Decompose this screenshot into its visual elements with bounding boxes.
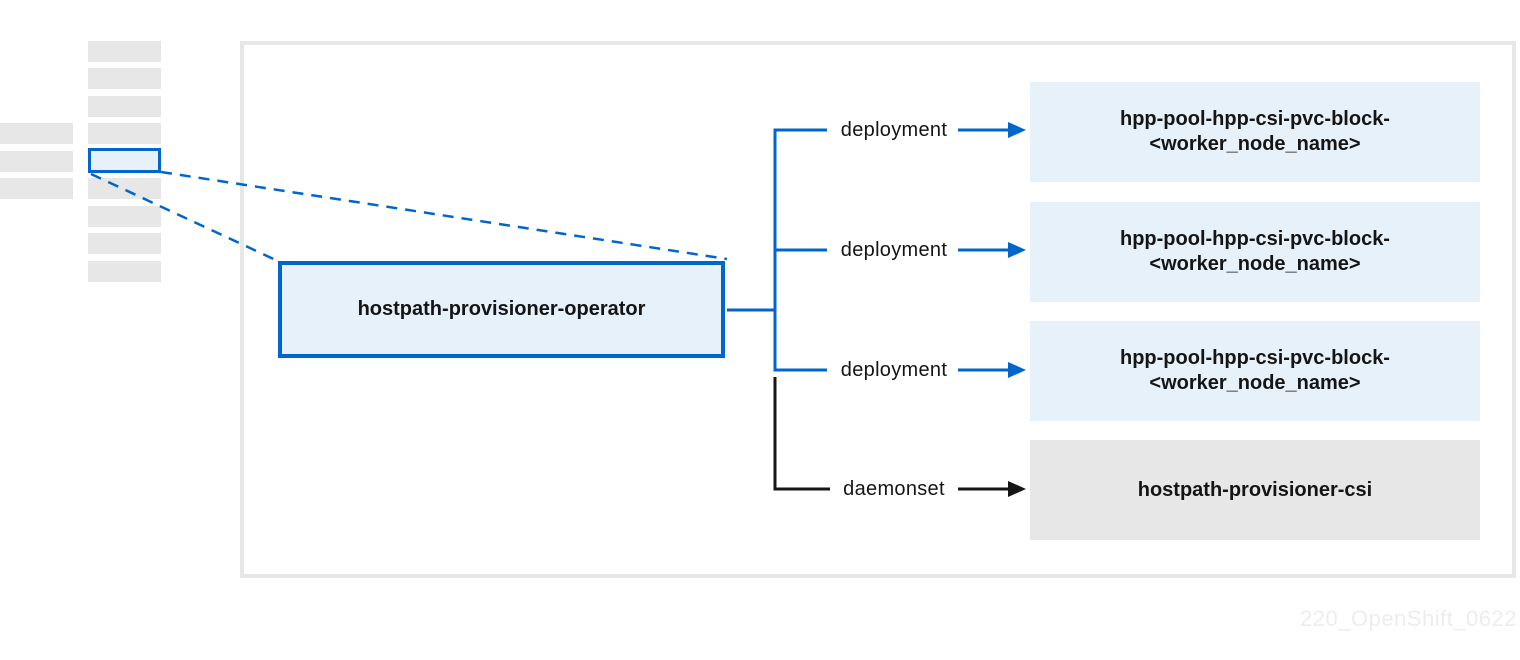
target-box-line1: hpp-pool-hpp-csi-pvc-block-	[1120, 228, 1390, 250]
target-box-line2: <worker_node_name>	[1149, 372, 1361, 394]
target-box-line2: <worker_node_name>	[1149, 133, 1361, 155]
target-box-line1: hpp-pool-hpp-csi-pvc-block-	[1120, 108, 1390, 130]
operator-label: hostpath-provisioner-operator	[357, 298, 646, 320]
branch-label-deployment-1: deployment	[840, 119, 948, 141]
placeholder-bar	[88, 206, 161, 227]
target-box-line2: <worker_node_name>	[1149, 253, 1361, 275]
target-box-line1: hpp-pool-hpp-csi-pvc-block-	[1120, 347, 1390, 369]
target-box-deployment-3: hpp-pool-hpp-csi-pvc-block- <worker_node…	[1030, 321, 1480, 421]
target-box-deployment-2: hpp-pool-hpp-csi-pvc-block- <worker_node…	[1030, 202, 1480, 302]
placeholder-bar	[0, 123, 73, 144]
placeholder-bar	[88, 123, 161, 144]
target-box-deployment-1: hpp-pool-hpp-csi-pvc-block- <worker_node…	[1030, 82, 1480, 182]
placeholder-bar	[88, 178, 161, 199]
placeholder-bar	[88, 96, 161, 117]
placeholder-bar	[0, 151, 73, 172]
placeholder-bar	[88, 261, 161, 282]
branch-label-daemonset: daemonset	[843, 478, 945, 500]
placeholder-bar	[0, 178, 73, 199]
operator-box: hostpath-provisioner-operator	[278, 261, 725, 358]
branch-label-deployment-2: deployment	[840, 239, 948, 261]
branch-label-deployment-3: deployment	[840, 359, 948, 381]
selected-nav-item-highlight	[88, 148, 161, 173]
target-box-line1: hostpath-provisioner-csi	[1137, 478, 1373, 501]
placeholder-bar	[88, 233, 161, 254]
target-box-daemonset: hostpath-provisioner-csi	[1030, 440, 1480, 540]
placeholder-bar	[88, 41, 161, 62]
placeholder-bar	[88, 68, 161, 89]
watermark: 220_OpenShift_0622	[1300, 606, 1517, 631]
